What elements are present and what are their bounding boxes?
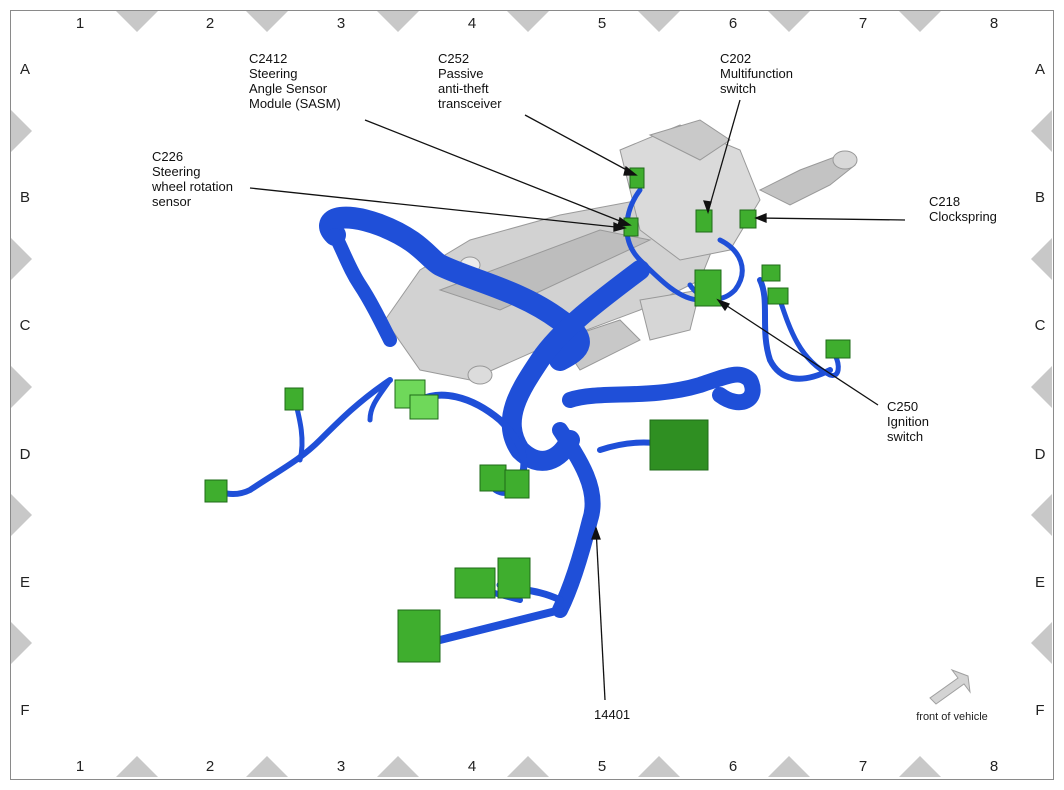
col-label: 4 [468, 758, 476, 775]
callout-harness: 14401 [594, 707, 630, 722]
col-label: 5 [598, 15, 606, 32]
connector-c2412 [623, 217, 639, 237]
row-label: C [1035, 317, 1046, 334]
connector [409, 394, 439, 420]
connector-c252 [629, 167, 645, 189]
front-of-vehicle-indicator: front of vehicle [916, 668, 988, 723]
row-label: F [1035, 702, 1044, 719]
callout-line: wheel rotation [151, 179, 233, 194]
connector-c250 [694, 269, 722, 307]
callout-line: C226 [152, 149, 183, 164]
connector [454, 567, 496, 599]
connector [761, 264, 781, 282]
connector [204, 479, 228, 503]
front-arrow-icon [929, 668, 971, 705]
callout-c250: C250 Ignition switch [887, 399, 929, 444]
connector [397, 609, 441, 663]
callout-c2412: C2412 Steering Angle Sensor Module (SASM… [249, 51, 341, 111]
diagram-frame [10, 10, 1054, 780]
callout-line: C202 [720, 51, 751, 66]
leader-lines [249, 99, 906, 701]
callout-c218: C218 Clockspring [929, 194, 997, 224]
callout-line: switch [887, 429, 923, 444]
callout-line: Multifunction [720, 66, 793, 81]
callout-line: Passive [438, 66, 484, 81]
row-label: B [1035, 189, 1045, 206]
row-labels-right: A B C D E F [1035, 61, 1046, 719]
front-of-vehicle-label: front of vehicle [916, 711, 988, 723]
row-label: C [20, 317, 31, 334]
connector [497, 557, 531, 599]
col-label: 5 [598, 758, 606, 775]
callout-c202: C202 Multifunction switch [720, 51, 793, 96]
col-label: 2 [206, 758, 214, 775]
callout-c226: C226 Steering wheel rotation sensor [151, 149, 233, 209]
callout-line: C250 [887, 399, 918, 414]
callout-line: anti-theft [438, 81, 489, 96]
col-label: 6 [729, 15, 737, 32]
row-label: D [1035, 446, 1046, 463]
row-label: A [1035, 61, 1045, 78]
col-label: 8 [990, 15, 998, 32]
col-label: 3 [337, 758, 345, 775]
callout-line: Module (SASM) [249, 96, 341, 111]
callout-line: C2412 [249, 51, 287, 66]
callout-line: Angle Sensor [249, 81, 328, 96]
row-label: D [20, 446, 31, 463]
col-label: 8 [990, 758, 998, 775]
callout-line: 14401 [594, 707, 630, 722]
column-labels-top: 1 2 3 4 5 6 7 8 [76, 15, 998, 32]
callout-line: C252 [438, 51, 469, 66]
connector [767, 287, 789, 305]
col-label: 1 [76, 758, 84, 775]
row-label: B [20, 189, 30, 206]
col-label: 7 [859, 15, 867, 32]
row-label: A [20, 61, 30, 78]
col-label: 4 [468, 15, 476, 32]
callout-line: C218 [929, 194, 960, 209]
connector [825, 339, 851, 359]
column-labels-bottom: 1 2 3 4 5 6 7 8 [76, 758, 998, 775]
callout-line: Steering [249, 66, 297, 81]
connector-c218 [739, 209, 757, 229]
row-label: F [20, 702, 29, 719]
connector [479, 464, 507, 492]
connector-c202 [695, 209, 713, 233]
callout-line: Clockspring [929, 209, 997, 224]
grid-markers [11, 11, 1052, 777]
row-label: E [20, 574, 30, 591]
callout-line: switch [720, 81, 756, 96]
steering-column [384, 119, 858, 385]
col-label: 2 [206, 15, 214, 32]
wiring-harness [217, 187, 841, 644]
connector [649, 419, 709, 471]
col-label: 7 [859, 758, 867, 775]
connector [284, 387, 304, 411]
col-label: 6 [729, 758, 737, 775]
col-label: 3 [337, 15, 345, 32]
callout-line: sensor [152, 194, 192, 209]
callout-line: transceiver [438, 96, 502, 111]
col-label: 1 [76, 15, 84, 32]
connector [504, 469, 530, 499]
callout-line: Steering [152, 164, 200, 179]
row-labels-left: A B C D E F [20, 61, 31, 719]
connectors [204, 167, 851, 663]
row-label: E [1035, 574, 1045, 591]
callout-line: Ignition [887, 414, 929, 429]
callout-c252: C252 Passive anti-theft transceiver [438, 51, 502, 111]
